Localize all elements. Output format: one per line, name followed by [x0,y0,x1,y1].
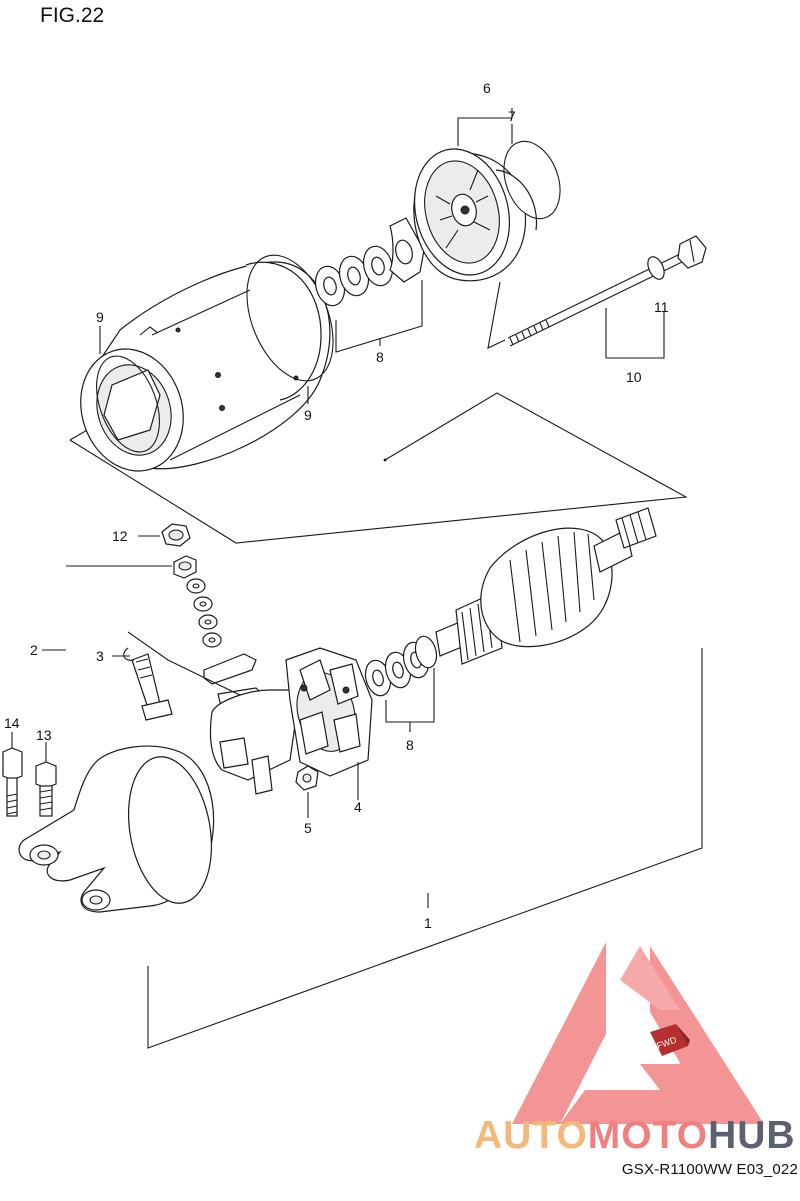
callout-11: 11 [654,299,669,315]
fwd-badge: FWD [650,1024,690,1056]
callout-8-bottom: 8 [406,737,414,753]
bolt-13 [35,761,57,817]
terminal-bolt-3 [123,647,173,721]
callout-12: 12 [112,528,128,544]
watermark-logo: FWD [512,942,764,1124]
callout-13: 13 [36,727,52,743]
nut-12 [161,523,191,547]
callout-9-left: 9 [96,309,104,325]
assembly-frame-1 [147,648,703,1049]
through-bolt-11 [507,235,707,347]
armature [435,507,657,665]
callout-1: 1 [424,915,432,931]
figure-title: FIG.22 [40,4,105,27]
brush-holder-4 [209,647,373,795]
o-ring-7 [503,140,561,220]
callout-4: 4 [354,799,362,815]
watermark-brand: AUTOMOTOHUB [474,1114,796,1158]
callout-10: 10 [626,369,642,385]
front-bracket [18,745,215,913]
callout-9-right: 9 [304,407,312,423]
leader-3-diag [127,631,251,701]
watermark-brand-hub: HUB [708,1114,796,1157]
watermark-brand-auto: AUTO [474,1114,588,1157]
callout-8-top: 8 [376,349,384,365]
callout-6: 6 [483,80,491,96]
o-ring-9-left [96,355,160,453]
bolt-leader-line [487,281,506,349]
callout-3: 3 [96,648,104,664]
callout-5: 5 [304,820,312,836]
watermark-brand-moto: MOTO [587,1114,709,1157]
callout-7: 7 [508,108,516,124]
leader-6 [457,108,513,146]
terminal-set-2 [173,555,269,713]
screw-5 [295,765,319,791]
washer-stack-8-top [314,217,425,353]
end-cover-6 [413,148,538,282]
washer-stack-8-bottom [364,635,438,732]
bolt-14 [2,747,23,817]
footer-code: GSX-R1100WW E03_022 [621,1161,798,1178]
callout-2: 2 [30,642,38,658]
yoke-housing [80,261,331,472]
callout-14: 14 [4,715,20,731]
leader-10-11 [605,308,665,359]
